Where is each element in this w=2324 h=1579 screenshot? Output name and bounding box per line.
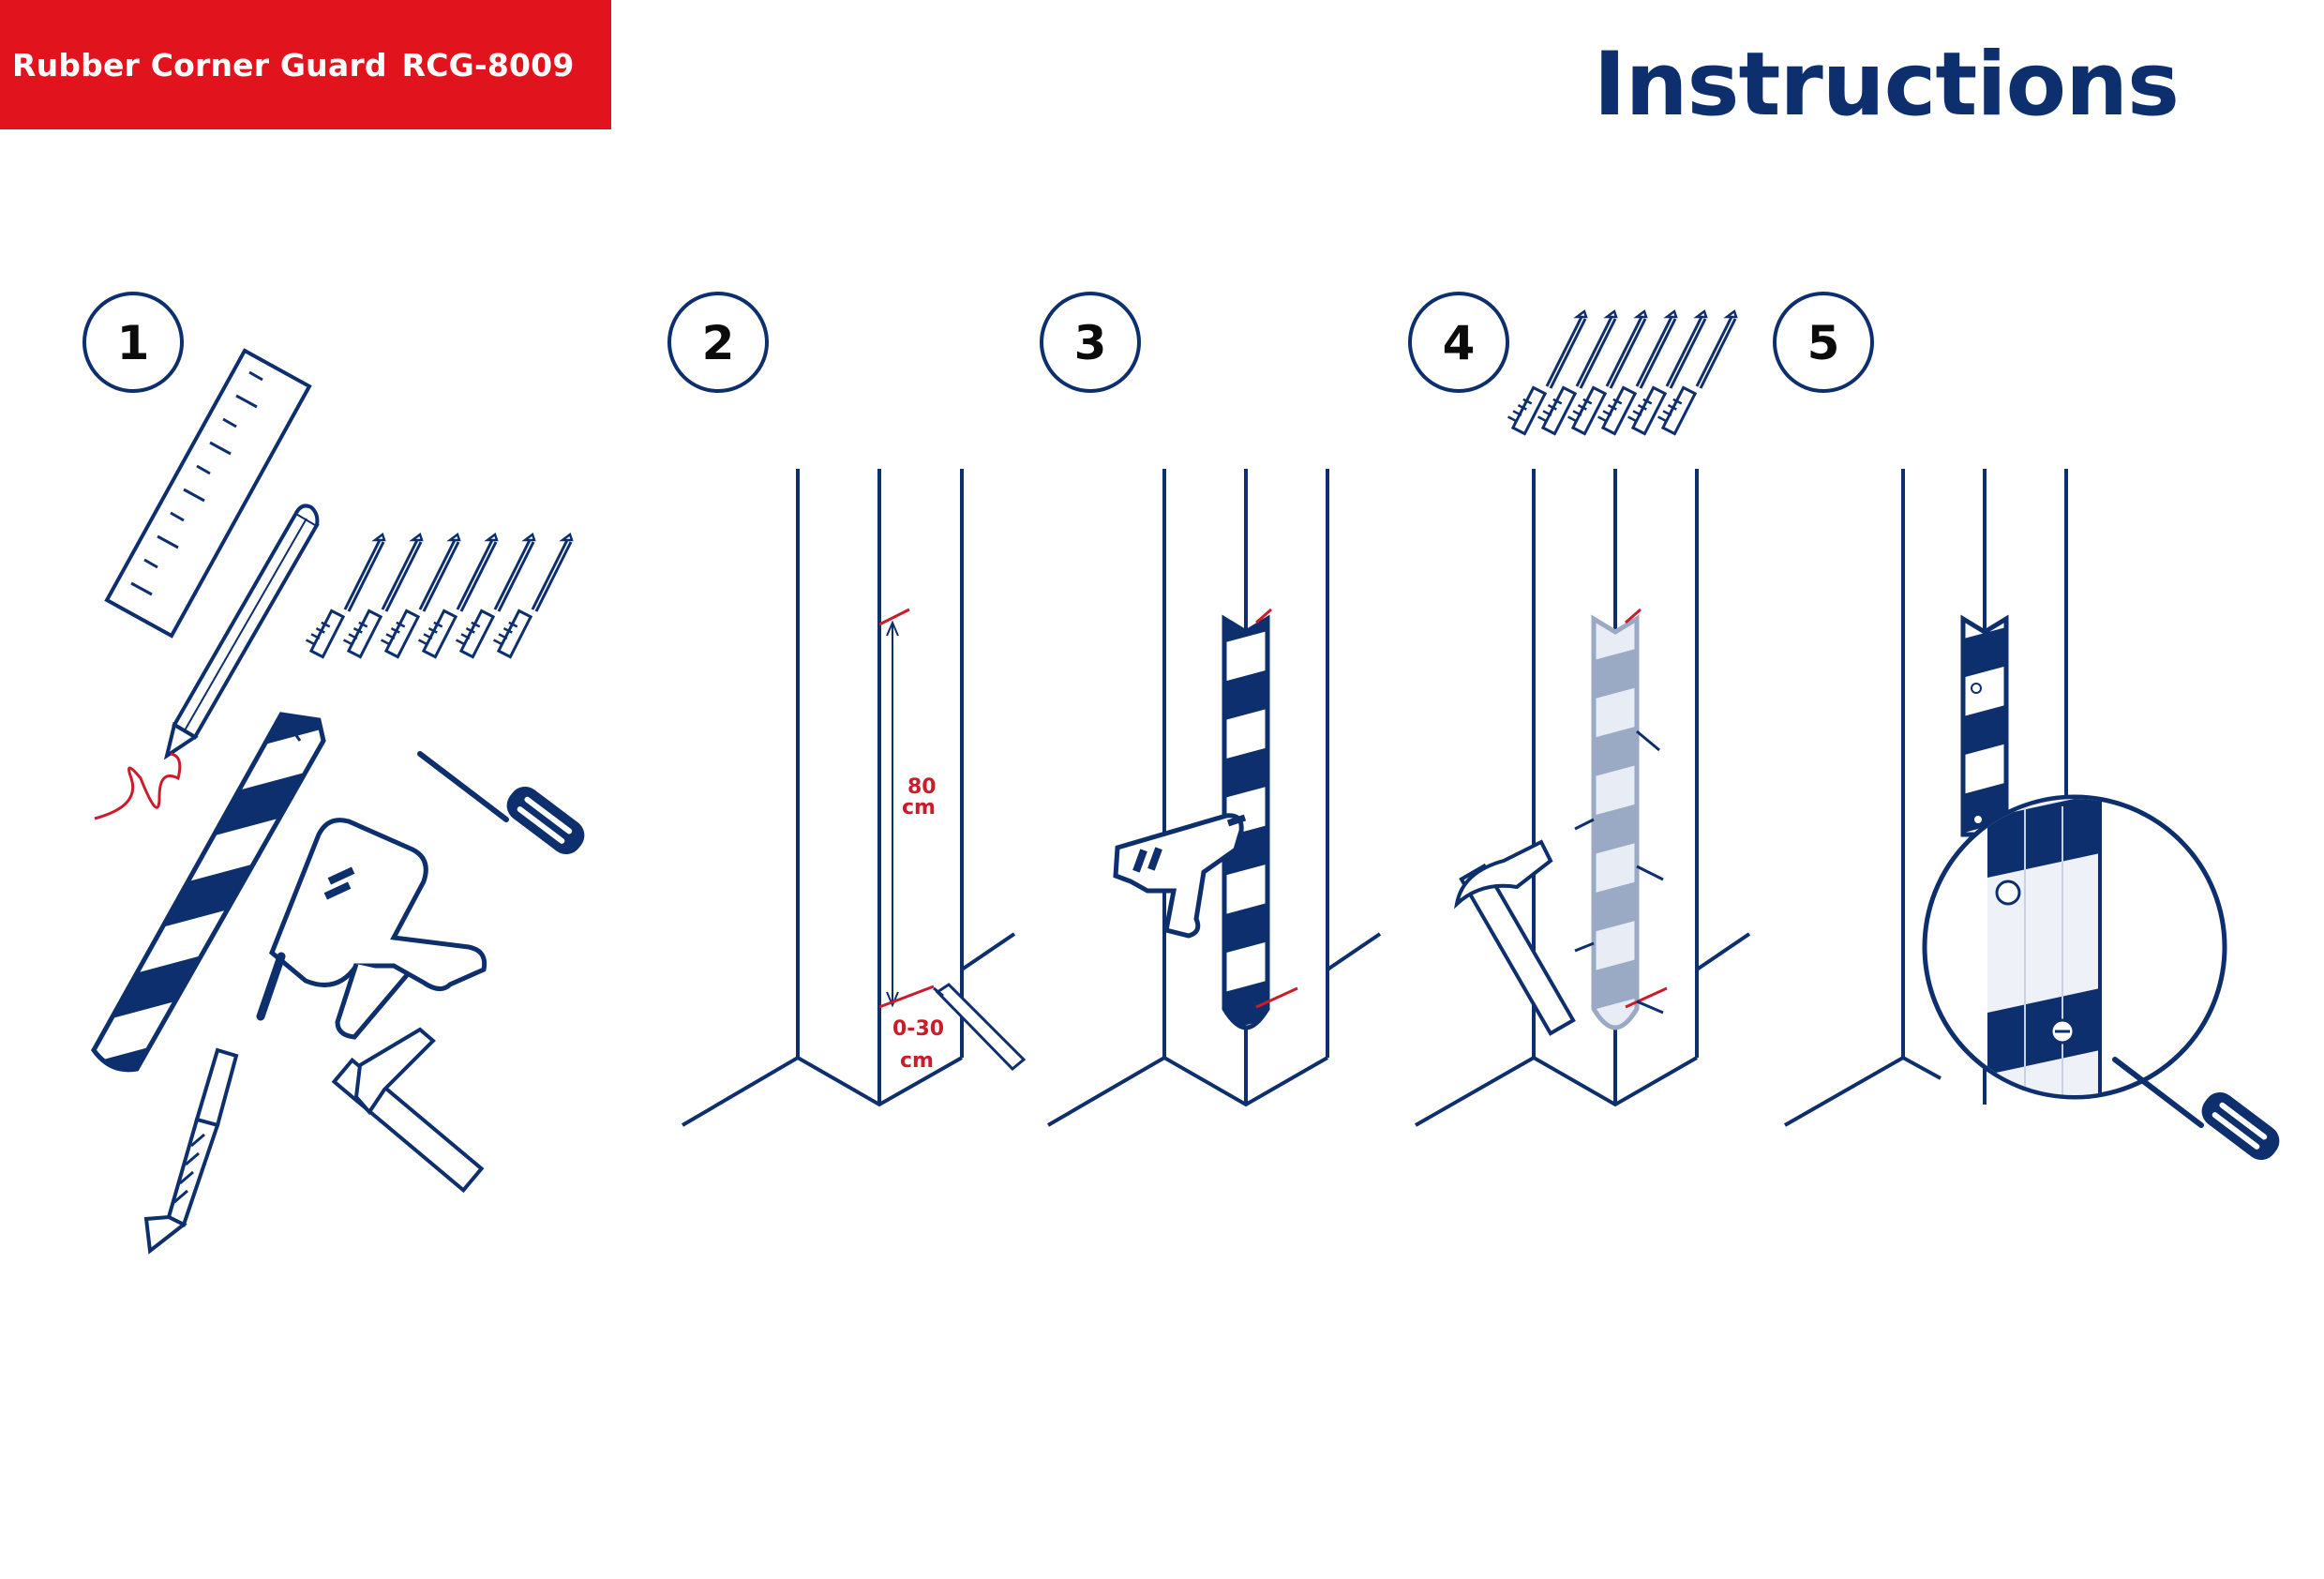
drill-bit-icon [143,1047,239,1255]
corner-guard-light [1574,608,1668,1030]
corner-guard-installed [1960,614,2009,837]
page-title: Instructions [1593,34,2180,136]
step-4-number: 4 [1443,316,1476,370]
step-4-badge: 4 [1408,292,1509,393]
offset-value: 0-30 [892,1017,944,1041]
product-model: RCG-8009 [401,46,575,83]
drill-icon [256,818,487,1040]
pencil-icon [94,504,320,820]
step-1-tools [91,348,591,1255]
step-1-badge: 1 [82,292,184,393]
product-title: Rubber Corner Guard RCG-8009 [12,47,575,83]
step-3-badge: 3 [1040,292,1141,393]
height-dimension: 80 cm 0-30 cm [878,608,944,1073]
step-3-drill [1046,469,1382,1127]
hammer-icon [331,1027,485,1194]
step-2-measure: 80 cm 0-30 cm [681,469,1027,1127]
anchors-icon-step4 [1507,309,1738,436]
magnifier-detail [1922,794,2227,1100]
anchors-icon [305,533,574,659]
step-2-number: 2 [702,316,735,370]
step-5-number: 5 [1807,316,1840,370]
height-value: 80 [907,775,937,799]
step-5-screw [1784,469,2286,1166]
hammer-icon-step4 [1453,839,1576,1036]
corner-guard-icon [91,712,326,1073]
marking-pencil-icon [933,983,1027,1072]
step-4-hammer [1415,309,1751,1127]
height-unit: cm [902,796,936,820]
step-3-number: 3 [1074,316,1107,370]
offset-unit: cm [900,1049,934,1073]
title-banner: Rubber Corner Guard RCG-8009 [0,0,611,129]
drill-icon-step3 [1113,813,1247,939]
screwdriver-icon-step5 [2115,1060,2286,1166]
step-1-number: 1 [117,316,150,370]
step-5-badge: 5 [1773,292,1874,393]
screwdriver-icon [420,754,591,861]
step-2-badge: 2 [667,292,769,393]
product-name: Rubber Corner Guard [12,46,387,83]
ruler-icon [104,348,312,639]
corner-guard-drilled [1222,608,1298,1030]
